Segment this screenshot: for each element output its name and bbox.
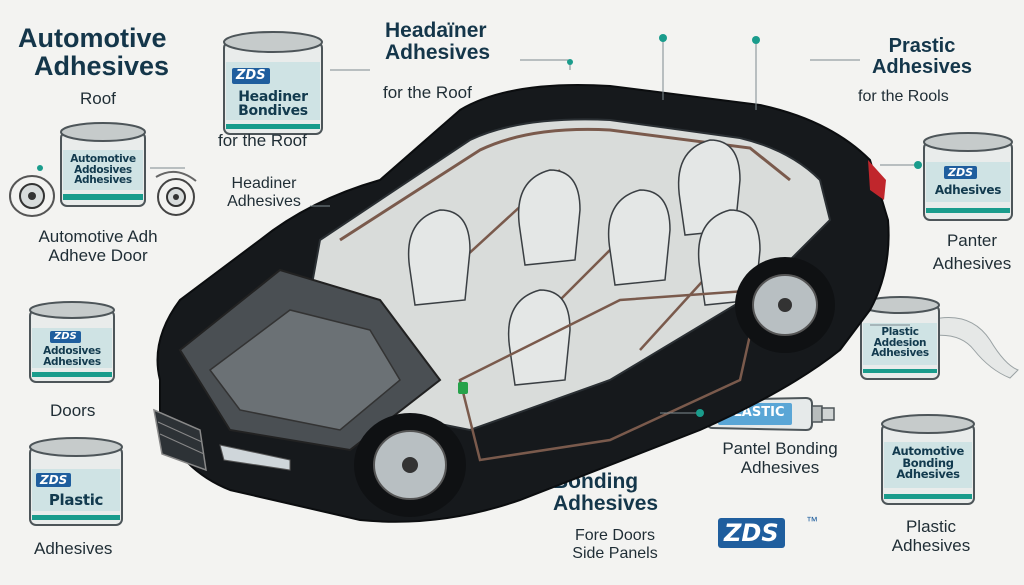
adhesive-ribbon <box>929 300 1020 385</box>
zds-logo: ZDS <box>50 331 81 343</box>
left-subtitle: Roof <box>80 89 116 108</box>
adhesive-can-icon: ZDS Adhesives <box>918 130 1018 226</box>
left-caption-2: Doors <box>50 401 96 420</box>
left-title-line1: Automotive <box>18 23 167 53</box>
can-label-line2: Addosives <box>74 163 132 176</box>
tube-caption: Pantel Bonding Adhesives <box>680 439 880 477</box>
top-right-title-line1: Prastic <box>888 35 956 57</box>
headliner-line2: Adhesives <box>227 192 301 210</box>
can-label-line3: Adhesives <box>871 347 929 359</box>
bottom-subtitle-line1: Fore Doors <box>574 527 656 544</box>
headliner-adhesives-label: Headiner Adhesives <box>214 175 314 210</box>
left-title-line2: Adhesives <box>34 51 170 82</box>
caption-line2: Adheve Door <box>48 245 148 265</box>
top-center-title-line2: Adhesives <box>385 41 491 65</box>
car-cutaway-illustration <box>140 50 900 545</box>
bottom-title-line3: Adhesives <box>553 492 659 516</box>
top-center-title: Headaïner Adhesives <box>385 19 491 65</box>
left-caption-3: Adhesives <box>34 539 113 558</box>
top-center-subtitle: for the Roof <box>383 83 472 102</box>
top-right-subtitle: for the Rools <box>858 88 949 105</box>
bottom-subtitle-line2: Side Panels <box>572 544 658 562</box>
wheel-icon <box>6 170 58 227</box>
can-label-line1: Headiner <box>238 89 308 105</box>
brand-trademark: ™ <box>806 514 818 528</box>
right-caption-1: Panter Adhesives <box>920 231 1024 273</box>
left-title: Automotive Adhesives <box>18 24 169 81</box>
can-label-line3: Adhesives <box>74 174 132 186</box>
can-label-line1: Addosives <box>43 345 101 357</box>
can-label-line1: Automotive <box>70 153 136 165</box>
caption-line2: Adhesives <box>891 535 971 555</box>
adhesive-can-icon: ZDS Headiner Bondives <box>218 28 328 140</box>
caption-line1: Plastic <box>905 517 957 536</box>
adhesive-can-icon: Automotive Bonding Adhesives <box>876 412 980 510</box>
can-label-line1: Automotive <box>891 444 965 458</box>
bottom-center-subtitle: Fore Doors Side Panels <box>540 527 690 562</box>
zds-logo: ZDS <box>944 166 978 180</box>
can-label-line2: Bonding <box>902 455 954 470</box>
headliner-line1: Headiner <box>231 175 297 192</box>
can-label-line3: Adhesives <box>896 467 960 481</box>
caption-line1: Automotive Adh <box>38 227 158 246</box>
adhesive-can-icon: ZDS Plastic <box>24 435 128 531</box>
adhesive-can-icon: Plastic Addesion Adhesives <box>856 295 944 385</box>
can-label: Adhesives <box>934 183 1002 197</box>
can-label-line2: Addesion <box>873 336 927 349</box>
can-label-line1: Plastic <box>881 326 919 338</box>
top-left-can-caption: for the Roof <box>218 131 307 150</box>
can-label-line2: Bondives <box>238 103 308 119</box>
right-caption-3: Plastic Adhesives <box>876 517 986 555</box>
adhesive-can-icon: Automotive Addosives Adhesives <box>55 118 151 214</box>
caption-line2: Adhesives <box>932 253 1012 273</box>
tube-caption-line1: Pantel Bonding <box>722 439 838 458</box>
zds-logo: ZDS <box>36 473 72 488</box>
left-caption-1: Automotive Adh Adheve Door <box>18 227 178 265</box>
adhesive-can-icon: ZDS Addosives Adhesives <box>24 298 120 390</box>
zds-brand-logo: ZDS <box>718 518 785 548</box>
can-label-line2: Adhesives <box>43 355 101 368</box>
top-center-title-line1: Headaïner <box>385 19 487 42</box>
brand-logo-text: ZDS <box>718 518 785 548</box>
top-right-title-line2: Adhesives <box>871 56 973 78</box>
top-right-title: Prastic Adhesives <box>842 36 1002 78</box>
zds-logo: ZDS <box>232 68 270 84</box>
caption-line1: Panter <box>946 231 998 250</box>
wheel-icon <box>150 165 202 230</box>
can-label: Plastic <box>48 491 104 509</box>
tube-caption-line2: Adhesives <box>740 457 820 477</box>
